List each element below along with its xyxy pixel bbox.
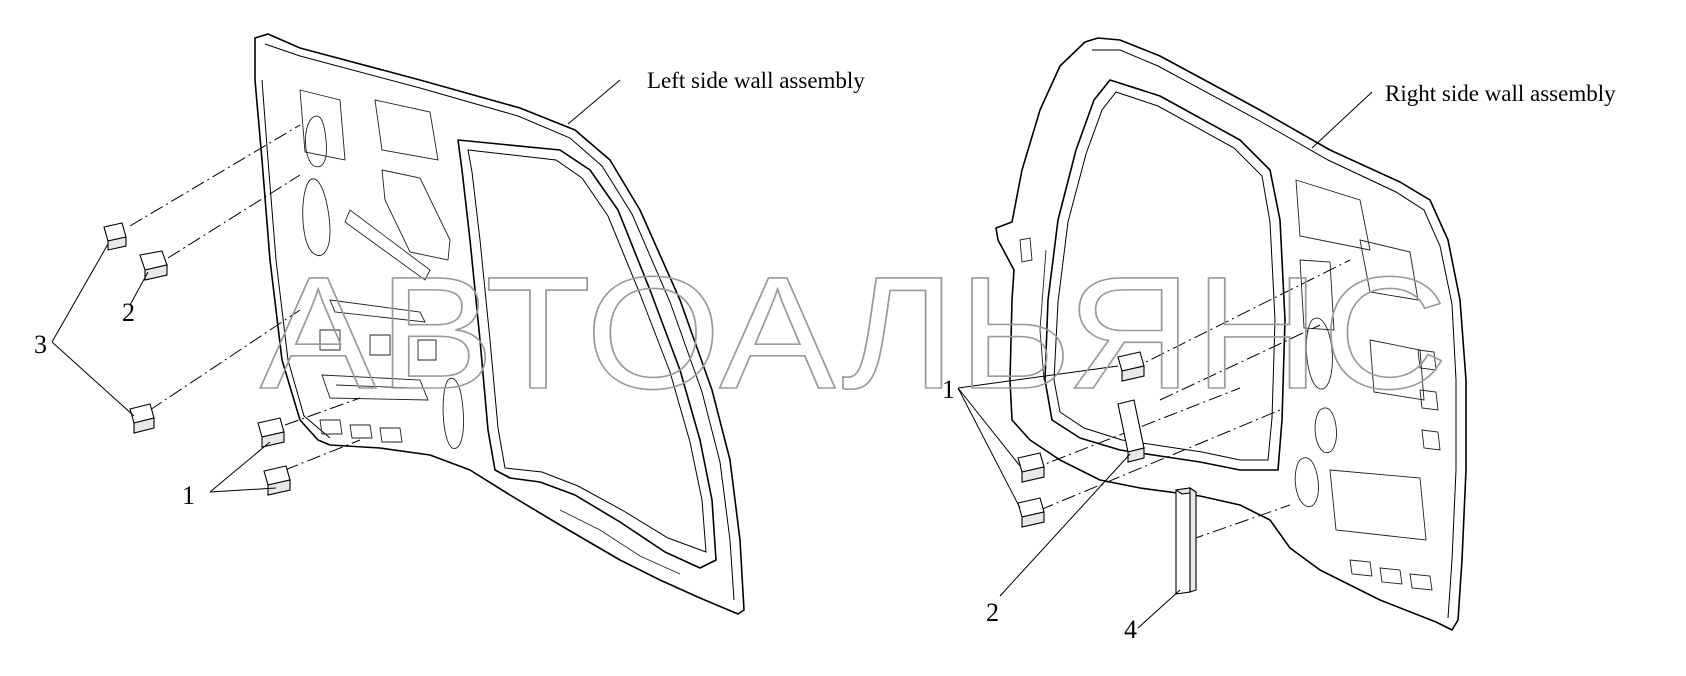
right-callout-leaders [957, 91, 1373, 629]
left-pad-3-bottom [129, 403, 155, 434]
right-pad-4 [1174, 486, 1198, 595]
right-pad-1-middle [1017, 452, 1045, 483]
left-callout-3: 3 [34, 330, 47, 359]
left-pad-1-lower [263, 465, 291, 496]
left-pad-2 [139, 250, 168, 281]
watermark-text: АВТОАЛЬЯНС [260, 243, 1450, 422]
right-side-wall-panel [995, 37, 1467, 631]
right-pad-2 [1117, 399, 1145, 463]
right-assembly-guide-lines [1029, 259, 1351, 541]
right-pad-1-upper [1117, 351, 1145, 382]
right-assembly-label: Right side wall assembly [1385, 81, 1616, 106]
left-callout-2: 2 [122, 298, 135, 327]
right-callout-1: 1 [942, 375, 955, 404]
left-assembly-label: Left side wall assembly [647, 68, 865, 93]
right-callout-4: 4 [1124, 615, 1137, 644]
left-pad-1-upper [257, 417, 285, 448]
left-side-wall-panel [254, 33, 745, 615]
left-callout-leaders [51, 79, 621, 493]
left-pad-3-top [103, 222, 127, 251]
left-callout-1: 1 [182, 481, 195, 510]
left-assembly-guide-lines [129, 124, 361, 471]
right-callout-2: 2 [986, 598, 999, 627]
right-pad-1-lower [1017, 497, 1045, 528]
